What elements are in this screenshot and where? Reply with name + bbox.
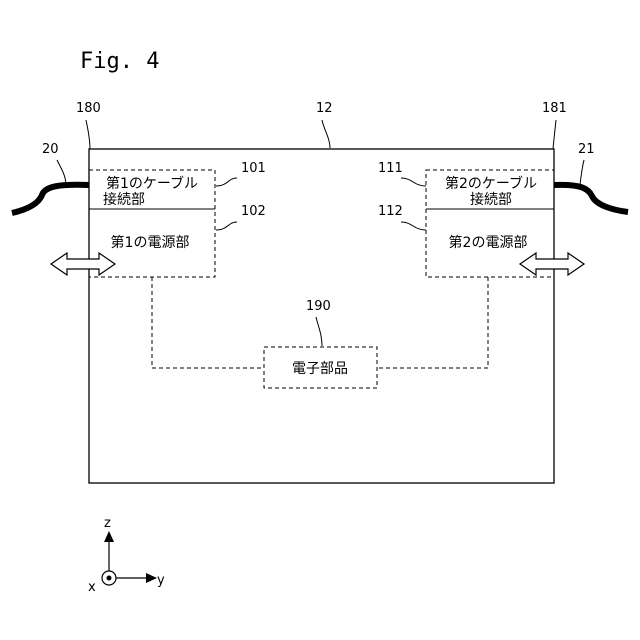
ref-first-cable-connection-leader bbox=[216, 178, 237, 186]
ref-cable-right-label: 21 bbox=[578, 142, 595, 157]
ref-right-connector-leader bbox=[553, 120, 556, 149]
z-axis-arrowhead bbox=[104, 531, 114, 542]
second-cable-connection-label-line2: 接続部 bbox=[470, 191, 512, 208]
z-axis-label: z bbox=[104, 516, 111, 531]
first-cable-connection-label-line1: 第1のケーブル bbox=[106, 175, 198, 192]
ref-electronic-component-leader bbox=[316, 317, 322, 346]
y-axis-arrowhead bbox=[146, 573, 157, 583]
x-axis-label: x bbox=[88, 580, 96, 595]
first-power-unit-label: 第1の電源部 bbox=[111, 234, 190, 251]
ref-left-connector-leader bbox=[86, 120, 90, 149]
ref-second-power-unit-leader bbox=[401, 222, 426, 230]
electronic-component-label: 電子部品 bbox=[292, 361, 348, 377]
cable-left bbox=[12, 185, 89, 213]
x-axis-dot bbox=[107, 576, 112, 581]
ref-left-connector-label: 180 bbox=[76, 101, 101, 116]
second-cable-connection-label-line1: 第2のケーブル bbox=[445, 175, 537, 192]
ref-first-power-unit-leader bbox=[216, 222, 237, 230]
ref-housing-label: 12 bbox=[316, 101, 333, 116]
ref-first-cable-connection-label: 101 bbox=[241, 161, 266, 176]
left-power-arrow bbox=[51, 253, 115, 275]
ref-second-cable-connection-label: 111 bbox=[378, 161, 403, 176]
ref-housing-leader bbox=[322, 120, 330, 148]
ref-electronic-component-label: 190 bbox=[306, 299, 331, 314]
connection-first-to-component bbox=[152, 277, 264, 368]
ref-cable-right-leader bbox=[580, 160, 584, 185]
cable-right bbox=[554, 185, 628, 212]
ref-right-connector-label: 181 bbox=[542, 101, 567, 116]
second-power-unit-label: 第2の電源部 bbox=[449, 234, 528, 251]
ref-cable-left-leader bbox=[57, 160, 66, 186]
first-cable-connection-label-line2: 接続部 bbox=[103, 191, 145, 208]
ref-second-power-unit-label: 112 bbox=[378, 204, 403, 219]
right-power-arrow bbox=[520, 253, 584, 275]
figure-title: Fig. 4 bbox=[80, 49, 159, 74]
connection-second-to-component bbox=[377, 277, 488, 368]
ref-cable-left-label: 20 bbox=[42, 142, 59, 157]
ref-first-power-unit-label: 102 bbox=[241, 204, 266, 219]
y-axis-label: y bbox=[157, 573, 165, 588]
ref-second-cable-connection-leader bbox=[401, 178, 426, 186]
